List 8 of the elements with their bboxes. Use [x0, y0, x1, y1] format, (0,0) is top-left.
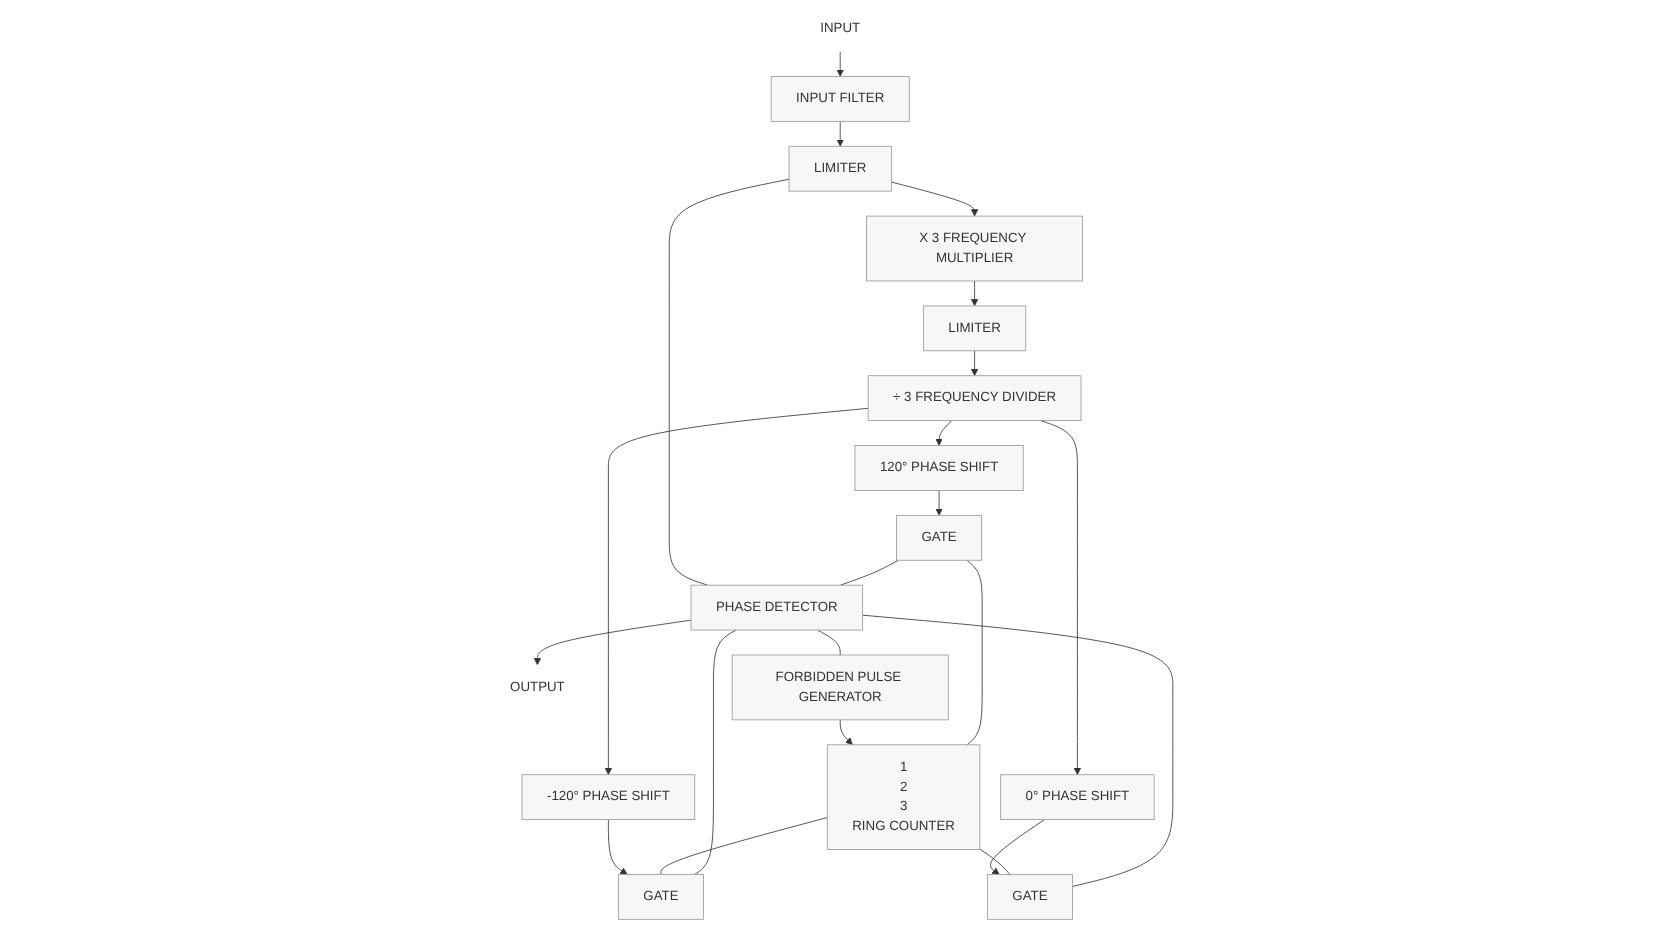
connector [839, 559, 899, 586]
connector [979, 848, 1011, 875]
connector [668, 178, 790, 586]
connector [660, 817, 828, 875]
connector [862, 614, 1174, 887]
connector [694, 629, 737, 875]
connector [966, 559, 983, 746]
connector [817, 629, 841, 656]
